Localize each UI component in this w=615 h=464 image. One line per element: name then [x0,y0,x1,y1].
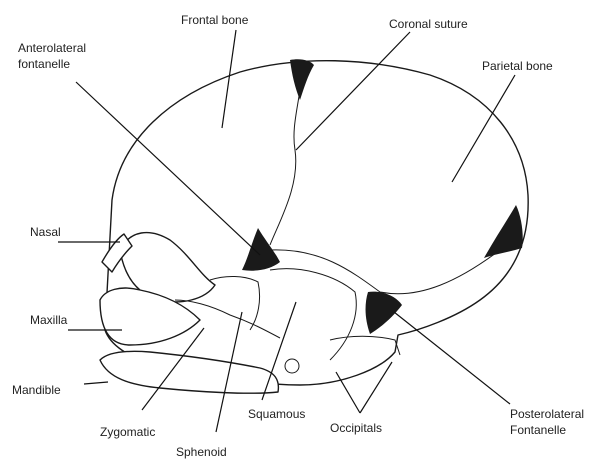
label-coronal-suture: Coronal suture [389,17,468,31]
posterolateral-leader [394,312,510,404]
label-anterolateral-line2: fontanelle [18,57,70,71]
mandible-leader [84,382,108,384]
label-frontal-bone: Frontal bone [181,13,249,27]
label-occipitals: Occipitals [330,421,382,435]
label-maxilla: Maxilla [30,313,68,327]
label-parietal-bone: Parietal bone [482,59,553,73]
label-zygomatic: Zygomatic [100,425,155,439]
label-mandible: Mandible [12,383,61,397]
label-nasal: Nasal [30,225,61,239]
label-anterolateral-line1: Anterolateral [18,41,86,55]
label-squamous: Squamous [248,407,305,421]
label-posterolateral-line2: Fontanelle [510,423,566,437]
label-posterolateral-line1: Posterolateral [510,407,584,421]
label-sphenoid: Sphenoid [176,445,227,459]
